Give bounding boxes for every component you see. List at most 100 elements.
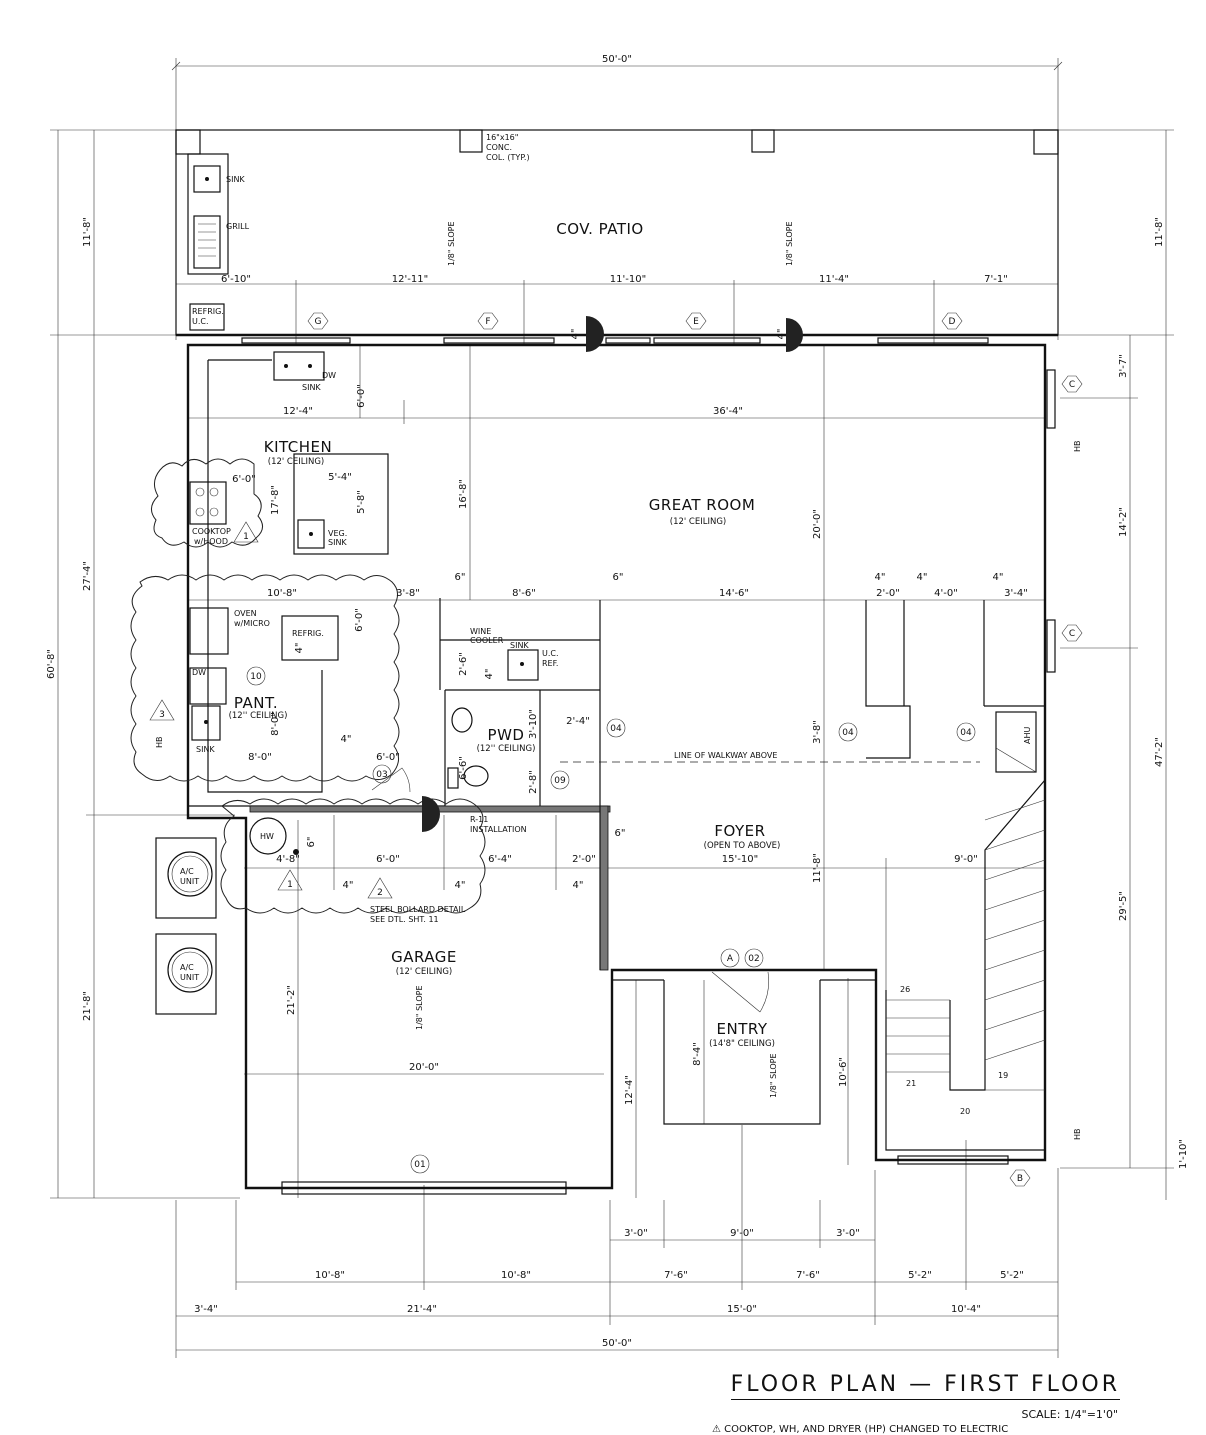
wine-label: WINE [470,627,491,636]
dim-k6: 17'-8" [270,485,281,515]
bollard-label: STEEL BOLLARD DETAIL [370,905,466,914]
dim-k4: 5'-4" [328,472,352,483]
column-note-2: CONC. [486,143,512,152]
patio-slope-right: 1/8" SLOPE [785,221,794,266]
dim-k3: 6'-0" [356,384,367,408]
dim-m1: 10'-8" [267,588,297,599]
dim-k8: 6'-0" [232,474,256,485]
bollard-label-2: SEE DTL. SHT. 11 [370,915,439,924]
entry-slope: 1/8" SLOPE [769,1053,778,1098]
ac-unit-1-label-2: UNIT [180,877,199,886]
dim-right-c: 29'-5" [1118,891,1129,921]
dim-door-4a: 4" [570,329,581,340]
room-labels: COV. PATIO KITCHEN (12' CEILING) GREAT R… [229,220,781,1049]
rev-tag-2: 2 [377,888,383,898]
veg-sink-label-2: SINK [328,538,347,547]
dim-f11: 11'-8" [812,853,823,883]
grill-label: GRILL [226,222,250,231]
plan-scale: SCALE: 1/4"=1'0" [1021,1408,1118,1421]
dim-d1: 3'-4" [194,1304,218,1315]
dim-m10: 4'-0" [934,588,958,599]
room-kitchen: KITCHEN [264,438,333,456]
tag-b: B [1017,1174,1023,1184]
dim-f5: 4" [343,880,354,891]
uc-ref-label-2: REF. [542,659,558,668]
fixture-labels: 16"x16" CONC. COL. (TYP.) SINK GRILL REF… [155,133,1082,1140]
pwd-ceiling: (12'' CEILING) [477,744,536,754]
dim-right-patio: 11'-8" [1154,217,1165,247]
dim-gr1: 20'-0" [812,509,823,539]
dim-f12: 6" [615,828,626,839]
plan-title: FLOOR PLAN — FIRST FLOOR [730,1372,1120,1400]
dim-d4: 10'-4" [951,1304,981,1315]
dim-c5: 5'-2" [908,1270,932,1281]
room-entry: ENTRY [717,1020,768,1038]
dim-f9: 15'-10" [722,854,758,865]
dimension-text: 50'-0" 50'-0" 60'-8" 11'-8" 27'-4" 21'-8… [46,54,1189,1349]
pantry-sink-label: SINK [196,745,215,754]
dim-e2: 12'-4" [624,1075,635,1105]
dim-m12: 3'-4" [1004,588,1028,599]
tag-04-right: 04 [960,728,972,738]
dim-p3: 11'-10" [610,274,646,285]
dim-left-overall: 60'-8" [46,649,57,679]
ac-unit-1-label: A/C [180,867,194,876]
dim-top-overall: 50'-0" [602,54,632,65]
dim-left-mid: 27'-4" [82,561,93,591]
pantry-ceiling: (12'' CEILING) [229,711,288,721]
dim-pw1: 2'-6" [458,652,469,676]
dim-m11: 4" [993,572,1004,583]
dim-g20: 20'-0" [409,1062,439,1073]
dim-pa-6-0-vert: 6'-0" [354,608,365,632]
kitchen-sink-label: SINK [302,383,321,392]
tag-a: A [727,954,734,964]
column-note-3: COL. (TYP.) [486,153,530,162]
column-note-1: 16"x16" [486,133,518,142]
dim-k1: 12'-4" [283,406,313,417]
dim-f8: 6" [306,837,317,848]
ac-unit-2-label: A/C [180,963,194,972]
dim-f3: 6'-4" [488,854,512,865]
dim-m2: 3'-8" [396,588,420,599]
garage-slope: 1/8" SLOPE [415,985,424,1030]
dim-pa4: 4" [341,734,352,745]
dim-right-b: 14'-2" [1118,507,1129,537]
refrig-label: REFRIG. [292,629,324,638]
tag-03: 03 [376,770,387,780]
dim-right-overall: 47'-2" [1154,737,1165,767]
hb-label-top: HB [1073,440,1082,452]
refrig-uc-label: REFRIG. [192,307,224,316]
hb-label-left: HB [155,736,164,748]
tag-d: D [949,317,956,327]
fixtures [155,165,539,1015]
dim-p2: 12'-11" [392,274,428,285]
dim-pa1: 8'-0" [270,712,281,736]
dim-f2: 6'-0" [376,854,400,865]
dim-k7: 16'-8" [458,479,469,509]
tag-e: E [693,317,699,327]
dim-d2: 21'-4" [407,1304,437,1315]
dim-c4: 7'-6" [796,1270,820,1281]
tag-04-left: 04 [842,728,854,738]
dim-m4: 8'-6" [512,588,536,599]
dim-b2: 9'-0" [730,1228,754,1239]
veg-sink-label: VEG. [328,529,347,538]
dim-bottom-overall: 50'-0" [602,1338,632,1349]
dim-pw6: 2'-8" [528,770,539,794]
dim-pa2: 8'-0" [248,752,272,763]
cooktop-label: COOKTOP [192,527,231,536]
dim-k5: 5'-8" [356,490,367,514]
plan-note: ⚠ COOKTOP, WH, AND DRYER (HP) CHANGED TO… [712,1424,1009,1435]
uc-ref-label: U.C. [542,649,559,658]
room-foyer: FOYER [714,822,765,840]
dim-f10: 9'-0" [954,854,978,865]
stair-26: 26 [900,985,910,994]
dim-e3: 10'-6" [838,1057,849,1087]
tag-02: 02 [748,954,759,964]
dim-m8: 2'-0" [876,588,900,599]
foyer-sub: (OPEN TO ABOVE) [704,841,781,851]
walls [175,129,1059,1195]
dim-f6: 4" [455,880,466,891]
r11-label-2: INSTALLATION [470,825,527,834]
tag-04-pwd: 04 [610,724,622,734]
